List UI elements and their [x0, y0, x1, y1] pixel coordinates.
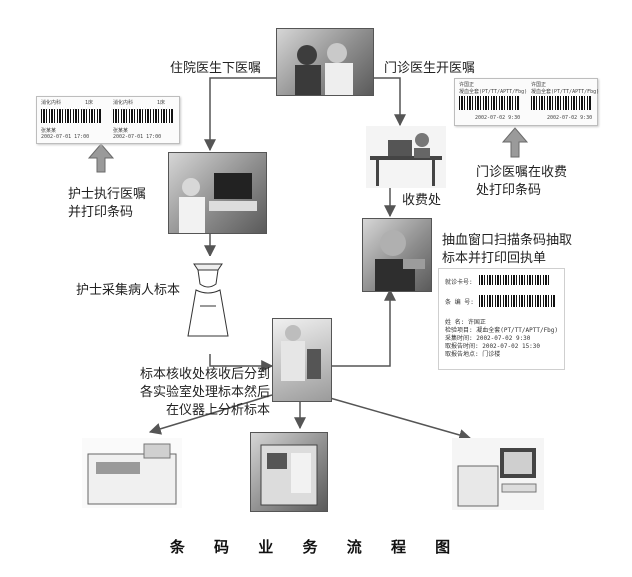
receipt-card-number: 就诊卡号: [445, 279, 473, 286]
step-lab-analysis: 标本核收处核收后分到 各实验室处理标本然后 在仪器上分析标本 [139, 367, 270, 418]
receipt-card-barcode [479, 275, 551, 285]
outpatient-label-left-date: 2002-07-02 9:30 [475, 115, 521, 121]
doctor-photo [276, 28, 374, 96]
ward-label-left-name: 张某某 [41, 128, 57, 134]
arrow-lab-to-blood [330, 288, 396, 367]
ward-label-right-barcode [113, 109, 173, 123]
step-outpatient-doctor-order: 门诊医生开医嘱 [384, 61, 476, 76]
analyzer-instrument-3 [452, 438, 544, 510]
ward-label-right-bed: 1床 [157, 100, 166, 106]
arrow-doctor-to-nurse [204, 77, 280, 152]
receipt-collect-time: 采集时间: 2002-07-02 9:30 [445, 335, 531, 342]
receipt-test: 检验项目: 凝血全套(PT/TT/APTT/Fbg) [445, 327, 559, 334]
step-outpatient-print-barcode: 门诊医嘱在收费 处打印条码 [476, 165, 568, 198]
outpatient-label-right-name: 许国正 [531, 82, 547, 88]
arrow-doctor-to-cashier [370, 77, 406, 127]
ward-label-left-bed: 1床 [85, 100, 94, 106]
arrow-up-ward-labels [87, 143, 115, 173]
ward-label-right-name: 张某某 [113, 128, 129, 134]
outpatient-barcode-labels: 许国正 凝血全套(PT/TT/APTT/Fbg) 2002-07-02 9:30… [454, 78, 600, 126]
arrow-up-outpatient-labels [501, 127, 529, 158]
step-nurse-collect-sample: 护士采集病人标本 [76, 283, 181, 298]
ward-label-right-date: 2002-07-01 17:00 [113, 134, 162, 140]
receipt-report-time: 取报告时间: 2002-07-02 15:30 [445, 343, 541, 350]
nurse-computer-photo [168, 152, 267, 234]
step-cashier: 收费处 [402, 193, 442, 208]
outpatient-label-right-test: 凝血全套(PT/TT/APTT/Fbg) [531, 89, 600, 95]
step-nurse-execute-order: 护士执行医嘱 并打印条码 [68, 187, 147, 220]
outpatient-label-left-name: 许国正 [459, 82, 475, 88]
outpatient-label-left-test: 凝血全套(PT/TT/APTT/Fbg) [459, 89, 528, 95]
arrow-lab-to-instrument-1 [148, 394, 273, 435]
ward-label-left-barcode [41, 109, 101, 123]
ward-label-left-date: 2002-07-01 17:00 [41, 134, 90, 140]
blood-draw-photo [362, 218, 432, 292]
receipt-barcode-number: 条 编 号: [445, 299, 474, 306]
receipt-report-place: 取报告地点: 门诊楼 [445, 351, 501, 358]
analyzer-instrument-1 [82, 438, 182, 508]
outpatient-label-left-barcode [459, 96, 519, 110]
ward-barcode-labels: 消化内科 1床 张某某 2002-07-01 17:00 消化内科 1床 张某某… [36, 96, 180, 144]
analyzer-instrument-2 [250, 432, 328, 512]
diagram-title: 条 码 业 务 流 程 图 [169, 538, 463, 556]
arrow-lab-to-instrument-3 [329, 397, 472, 441]
ward-label-left-ward: 消化内科 [41, 100, 62, 106]
ward-label-right-ward: 消化内科 [113, 100, 134, 106]
receipt-sample-barcode [479, 295, 555, 307]
receipt-name: 姓 名: 许国正 [445, 319, 486, 326]
lab-processing-photo [272, 318, 332, 402]
outpatient-label-right-date: 2002-07-02 9:30 [547, 115, 593, 121]
blood-draw-receipt: 就诊卡号: 条 编 号: 姓 名: 许国正 检验项目: 凝血全套(PT/TT/A… [438, 268, 565, 370]
step-inpatient-doctor-order: 住院医生下医嘱 [170, 61, 262, 76]
cashier-desk-photo [366, 126, 446, 188]
step-blood-draw-window: 抽血窗口扫描条码抽取 标本并打印回执单 [442, 233, 573, 266]
outpatient-label-right-barcode [531, 96, 591, 110]
nurse-figure [176, 256, 240, 354]
